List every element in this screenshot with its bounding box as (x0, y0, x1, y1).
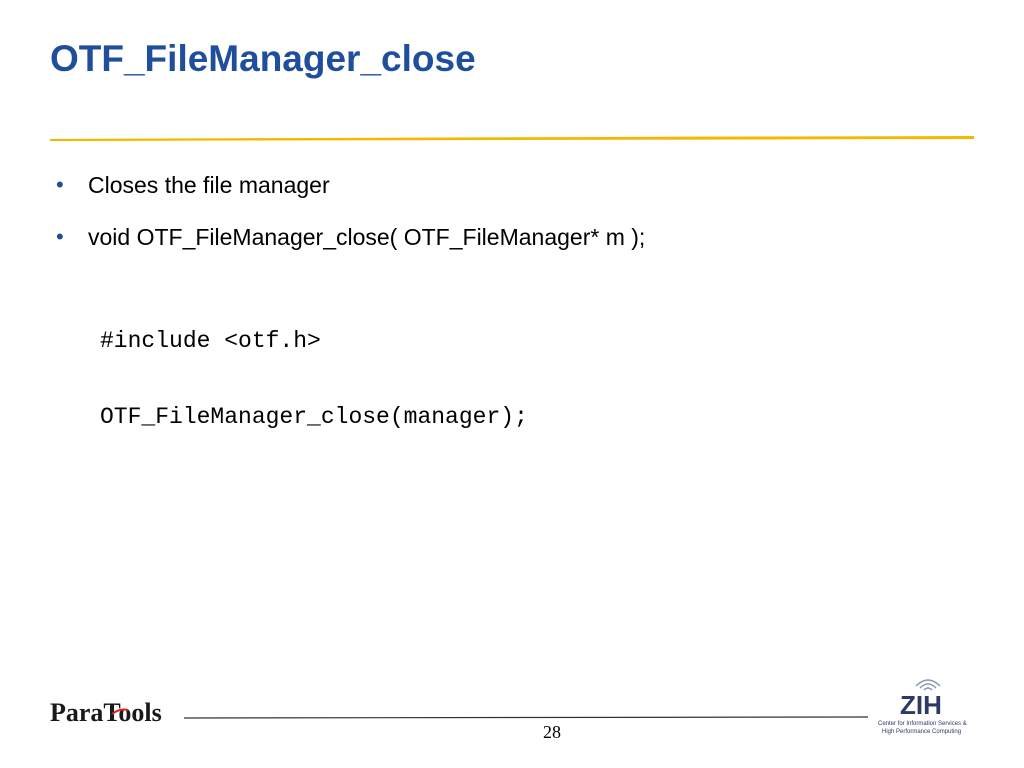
bullet-dot-icon: • (56, 224, 64, 249)
zih-logo-text: ZIH (900, 690, 942, 720)
page-number: 28 (543, 722, 561, 742)
code-line-include: #include <otf.h> (100, 328, 321, 354)
title-underline (50, 136, 974, 141)
zih-caption-line-2: High Performance Computing (882, 729, 961, 735)
code-line-call: OTF_FileManager_close(manager); (100, 404, 528, 430)
bullet-text: void OTF_FileManager_close( OTF_FileMana… (88, 224, 646, 250)
paratools-logo: ParaTools (50, 698, 162, 727)
bullet-text: Closes the file manager (88, 172, 330, 198)
zih-caption-line-1: Center for Information Services & (878, 721, 967, 727)
paratools-logo-text: ParaTools (50, 698, 162, 727)
slide-title: OTF_FileManager_close (50, 38, 476, 79)
footer-divider (184, 716, 868, 719)
zih-logo: ZIH Center for Information Services & Hi… (878, 679, 967, 735)
bullet-dot-icon: • (56, 172, 64, 197)
